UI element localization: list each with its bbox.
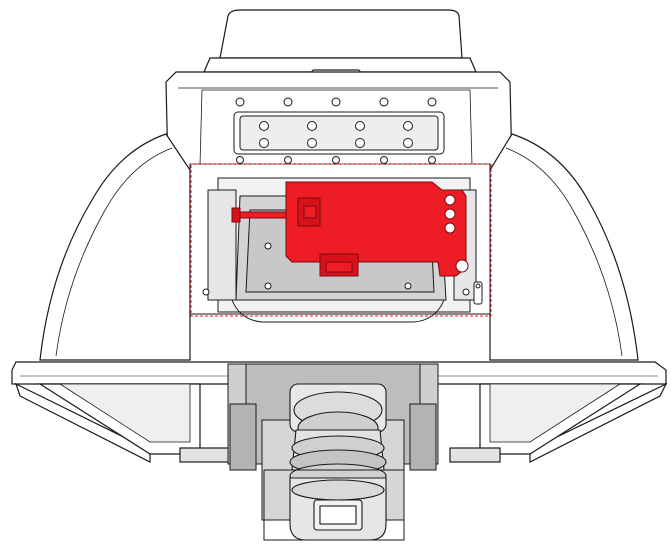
screw-head-icon (403, 138, 413, 148)
callout-box (190, 163, 492, 317)
screw-head-icon (264, 282, 272, 290)
screw-head-icon (202, 288, 210, 296)
screw-head-icon (331, 97, 341, 107)
screw-head-icon (259, 121, 269, 131)
screw-head-icon (332, 156, 340, 164)
gimbal-base (263, 469, 405, 541)
screw-head-icon (355, 138, 365, 148)
left-shroud (39, 133, 191, 361)
screw-head-icon (462, 288, 470, 296)
screw-head-icon (283, 97, 293, 107)
right-shroud (489, 133, 639, 361)
lower-left-panel (14, 382, 231, 463)
screw-head-icon (404, 282, 412, 290)
screw-head-icon (236, 156, 244, 164)
screw-head-icon (403, 121, 413, 131)
screw-head-icon (235, 97, 245, 107)
lower-right-panel (449, 382, 668, 463)
screw-head-icon (428, 156, 436, 164)
screw-head-icon (259, 138, 269, 148)
screw-head-icon (307, 138, 317, 148)
screw-head-icon (284, 156, 292, 164)
screw-plate (233, 111, 445, 155)
screw-head-icon (380, 156, 388, 164)
lens-icon (289, 383, 387, 541)
clip-icon (473, 281, 483, 305)
screw-head-icon (427, 97, 437, 107)
screw-head-icon (264, 242, 272, 250)
screw-row-top (235, 97, 437, 107)
highlighted-bracket (231, 181, 469, 277)
screw-head-icon (355, 121, 365, 131)
screw-head-icon (307, 121, 317, 131)
screw-head-icon (379, 97, 389, 107)
